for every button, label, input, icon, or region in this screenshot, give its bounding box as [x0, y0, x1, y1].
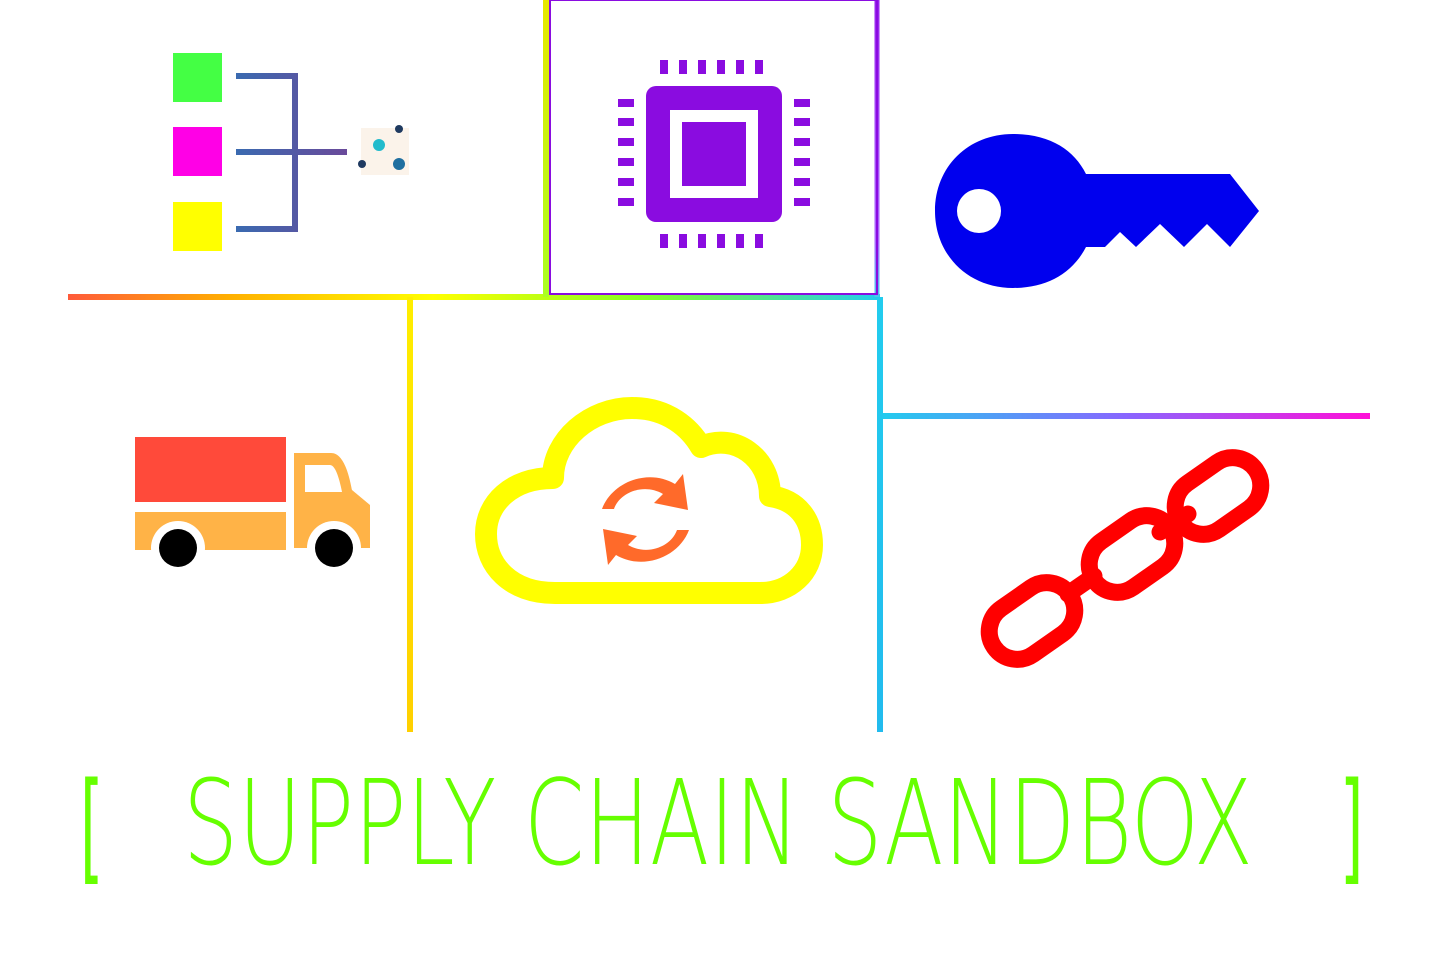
banner-title: [ ] SUPPLY CHAIN SANDBOX [0, 752, 1439, 902]
title-close-bracket: ] [1340, 758, 1363, 897]
title-text: SUPPLY CHAIN SANDBOX [183, 754, 1253, 892]
title-open-bracket: [ [80, 758, 103, 897]
